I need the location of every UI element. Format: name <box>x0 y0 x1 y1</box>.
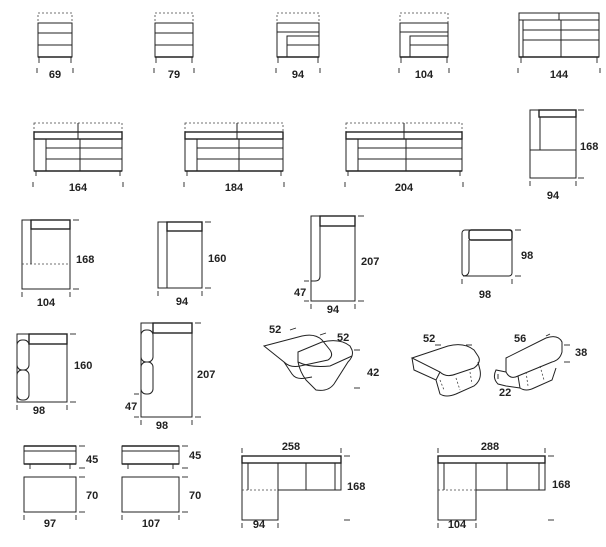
module-94: 94 <box>275 12 321 81</box>
depth-label: 160 <box>208 253 226 265</box>
dimension-label: 42 <box>367 367 379 379</box>
module-144: 144 <box>517 12 601 81</box>
depth-label: 70 <box>86 490 98 502</box>
corner-ottoman: 52 <box>410 333 481 397</box>
seat-depth-label: 47 <box>125 401 137 413</box>
width-label: 144 <box>550 69 569 81</box>
depth-label: 168 <box>580 141 598 153</box>
depth-label: 207 <box>361 256 379 268</box>
sofa-164: 164 <box>32 122 124 194</box>
width-label: 94 <box>176 296 189 308</box>
ottoman-107: 45 70 107 <box>121 445 201 530</box>
module-104: 104 <box>398 12 450 81</box>
width-label: 98 <box>156 420 168 432</box>
width-label: 94 <box>547 190 560 202</box>
width-label: 98 <box>479 289 491 301</box>
dimension-label: 22 <box>499 387 511 399</box>
chaise-94x207: 207 47 94 <box>294 215 379 316</box>
width-label: 104 <box>415 69 434 81</box>
module-69: 69 <box>36 12 74 81</box>
width-label: 107 <box>142 518 160 530</box>
width-label: 258 <box>282 441 300 453</box>
corner-sofa-288: 288 168 104 <box>437 441 570 531</box>
dimension-label: 52 <box>423 333 435 345</box>
depth-label: 168 <box>347 481 365 493</box>
dimension-label: 52 <box>337 332 349 344</box>
width-label: 204 <box>395 182 414 194</box>
depth-label: 98 <box>521 250 533 262</box>
seat-depth-label: 47 <box>294 287 306 299</box>
sofa-204: 204 <box>344 122 464 194</box>
depth-label: 70 <box>189 490 201 502</box>
module-79: 79 <box>153 12 195 81</box>
ottoman-97: 45 70 97 <box>23 445 98 530</box>
width-label: 94 <box>327 304 340 316</box>
armchair-98x98: 98 98 <box>461 229 533 301</box>
sofa-184: 184 <box>183 122 285 194</box>
width-label: 69 <box>49 69 61 81</box>
chaise-94x160: 160 94 <box>157 221 226 308</box>
width-label: 164 <box>69 182 88 194</box>
corner-sofa-258: 258 168 94 <box>241 441 365 531</box>
chaise-104x168: 168 104 <box>21 219 94 309</box>
width-label: 97 <box>44 518 56 530</box>
dimension-label: 56 <box>514 333 526 345</box>
width-label: 184 <box>225 182 244 194</box>
width-label: 98 <box>33 405 45 417</box>
chaise-98x160: 160 98 <box>16 333 92 417</box>
height-label: 45 <box>86 454 98 466</box>
dimension-label: 52 <box>269 324 281 336</box>
curved-ottoman: 52 52 42 <box>262 324 379 391</box>
dimension-label: 38 <box>575 347 587 359</box>
chaise-94x168: 168 94 <box>529 109 598 202</box>
width-label: 94 <box>292 69 305 81</box>
chaise-width-label: 94 <box>253 519 266 531</box>
depth-label: 168 <box>552 479 570 491</box>
chaise-98x207: 207 47 98 <box>125 322 215 432</box>
height-label: 45 <box>189 450 201 462</box>
depth-label: 160 <box>74 360 92 372</box>
width-label: 104 <box>37 297 56 309</box>
chaise-width-label: 104 <box>448 519 467 531</box>
depth-label: 207 <box>197 369 215 381</box>
depth-label: 168 <box>76 254 94 266</box>
width-label: 79 <box>168 69 180 81</box>
backrest-cushion: 56 38 22 <box>493 333 587 399</box>
width-label: 288 <box>481 441 499 453</box>
